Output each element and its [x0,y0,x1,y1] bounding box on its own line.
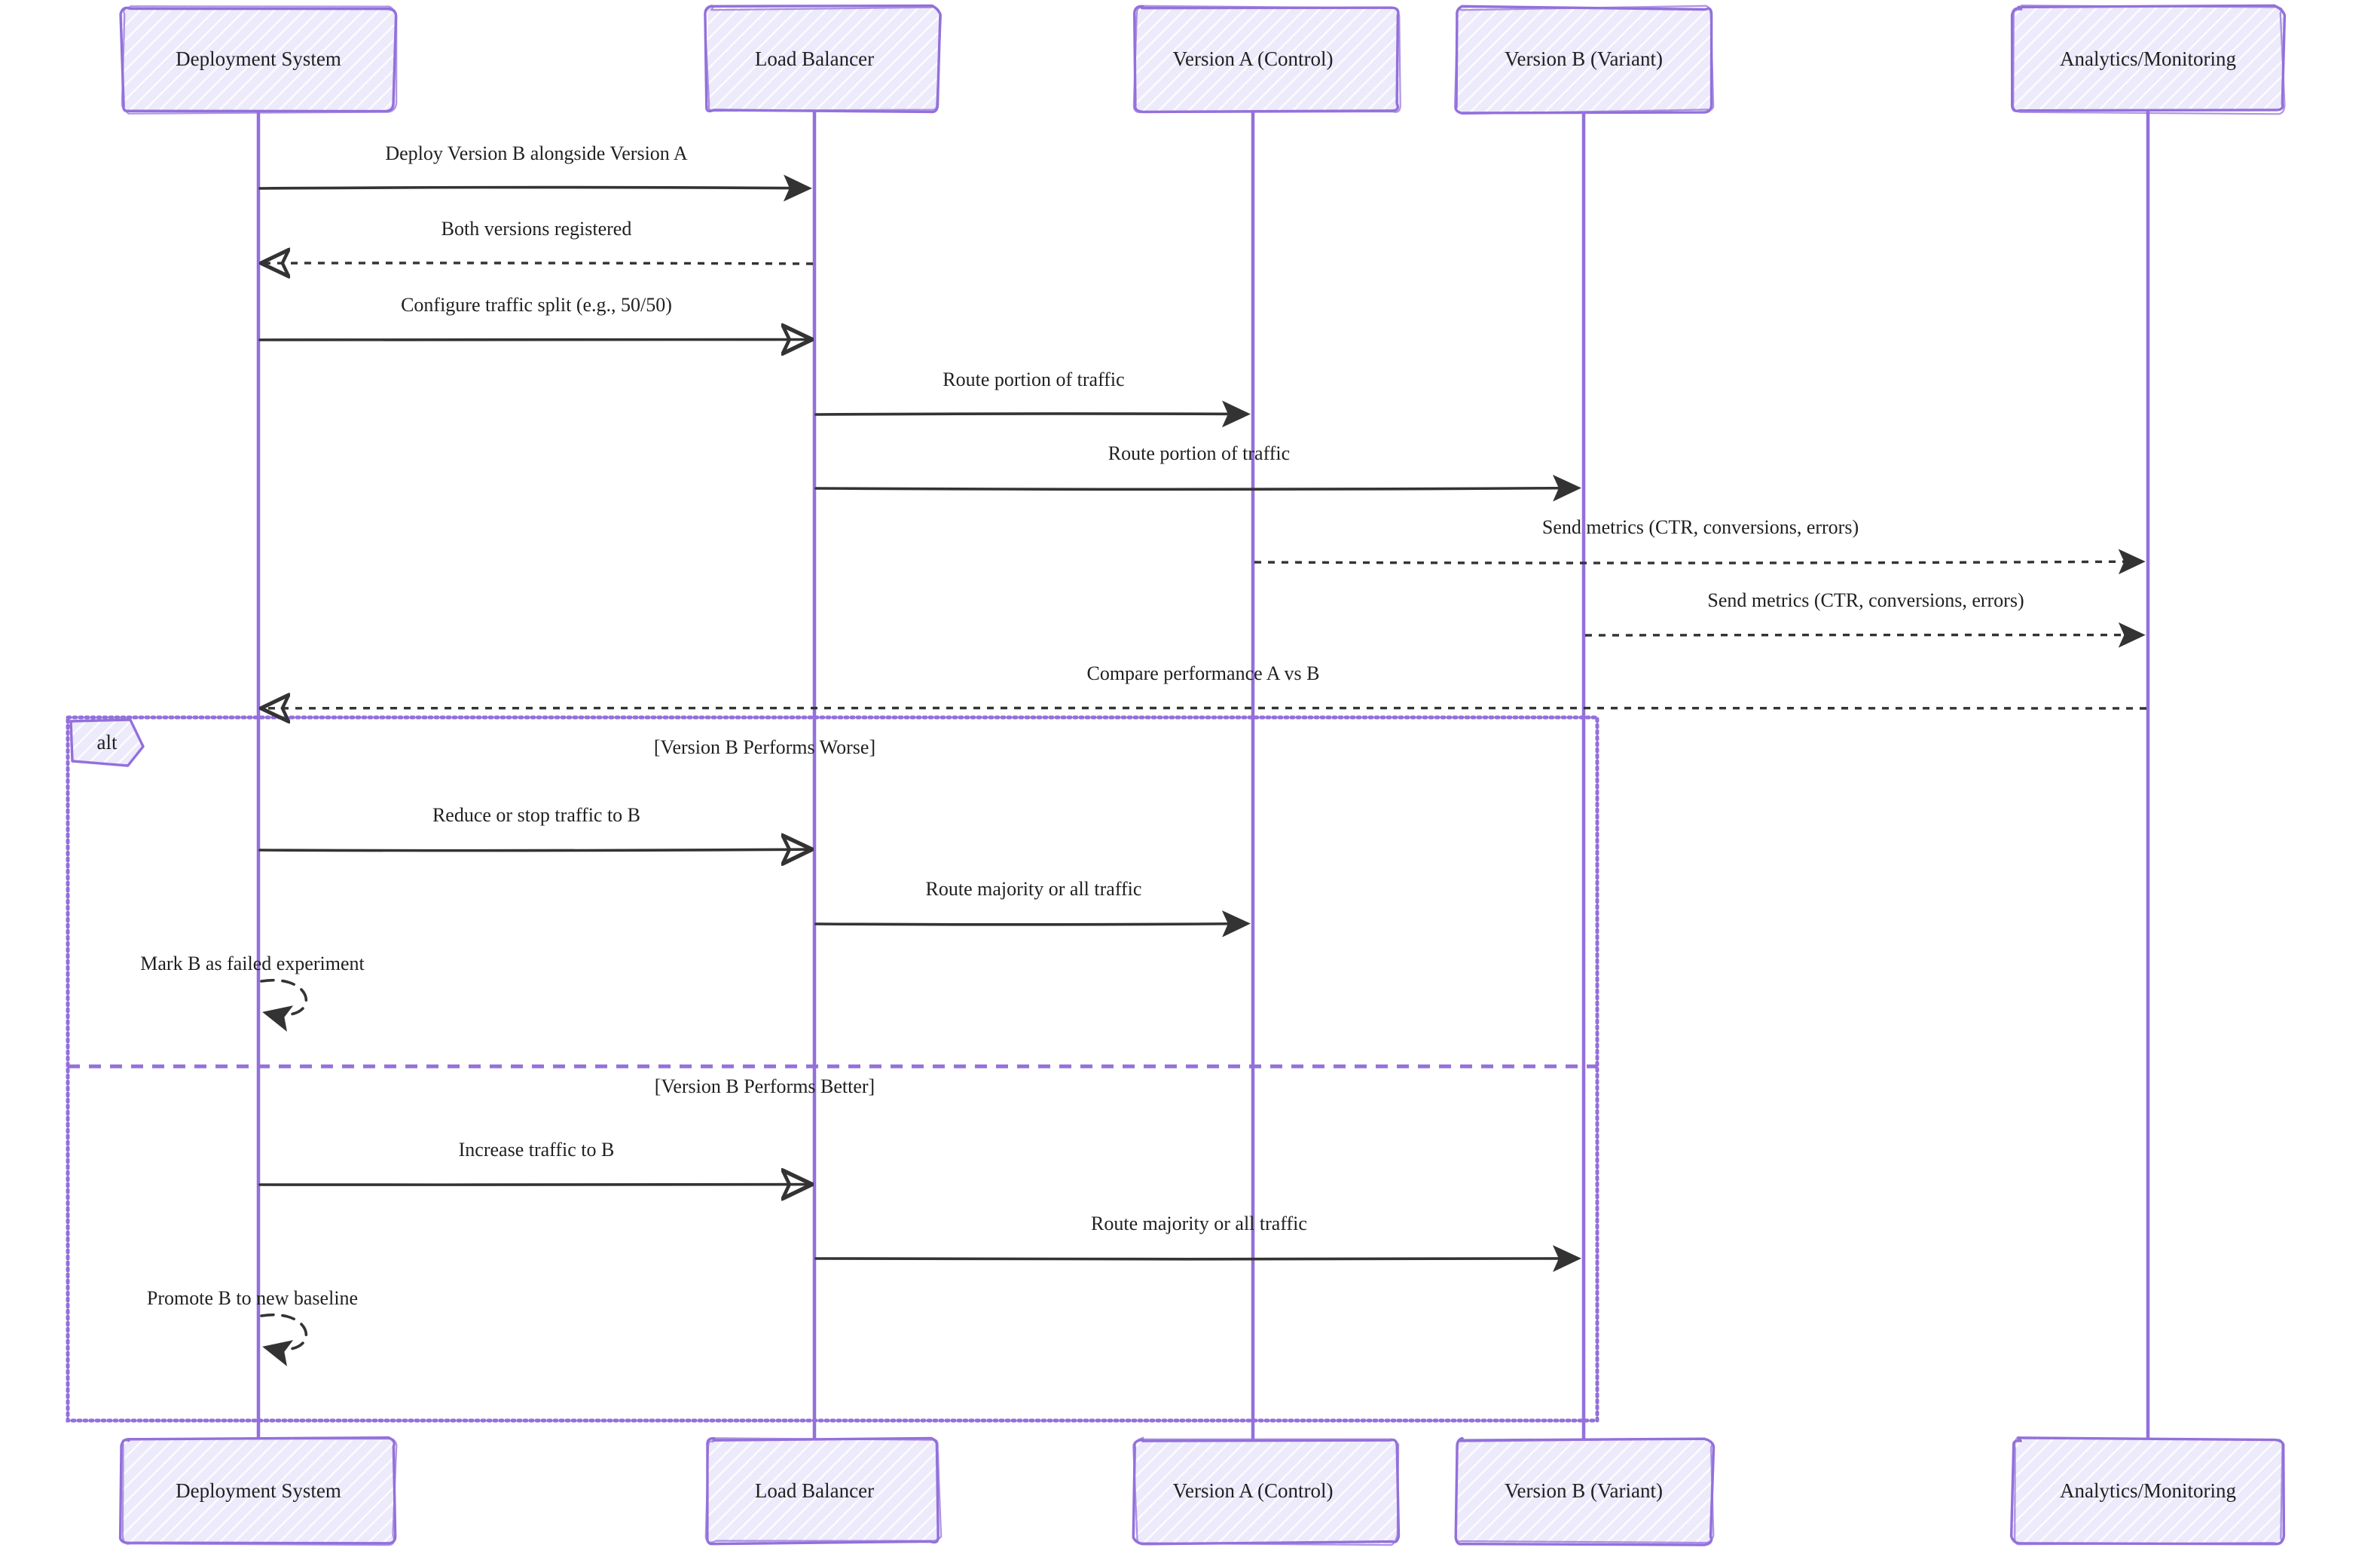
message-m2: Both versions registered [264,218,814,264]
message-label: Route majority or all traffic [1091,1213,1307,1234]
message-line [264,263,814,264]
participant-box-va[interactable]: Version A (Control) [1132,5,1401,114]
alt-branch-title-1: [Version B Performs Worse] [654,736,875,758]
message-label: Configure traffic split (e.g., 50/50) [401,294,672,316]
message-label: Reduce or stop traffic to B [432,804,640,826]
participant-label: Version B (Variant) [1505,1479,1663,1502]
message-m13: Route majority or all traffic [814,1213,1581,1272]
participant-label: Deployment System [176,47,341,70]
message-label: Mark B as failed experiment [140,953,365,974]
participant-label: Analytics/Monitoring [2060,1479,2236,1502]
self-message-loop [260,1313,308,1366]
participant-label: Load Balancer [755,1479,874,1502]
message-label: Promote B to new baseline [147,1287,358,1309]
alt-branch-title-2: [Version B Performs Better] [655,1075,875,1097]
message-label: Both versions registered [441,218,632,240]
message-m8: Compare performance A vs B [264,662,2147,708]
participant-label: Version A (Control) [1173,1479,1334,1502]
participant-box-am[interactable]: Analytics/Monitoring [2010,4,2287,115]
message-label: Send metrics (CTR, conversions, errors) [1707,589,2024,611]
message-m7: Send metrics (CTR, conversions, errors) [1584,589,2146,648]
participant-box-lb[interactable]: Load Balancer [704,4,943,114]
participant-box-vb[interactable]: Version B (Variant) [1453,5,1715,115]
message-label: Route portion of traffic [943,369,1124,390]
message-m10: Route majority or all traffic [814,878,1251,937]
alt-tag-text: alt [97,731,118,754]
message-line [814,474,1581,502]
participant-box-ds[interactable]: Deployment System [118,1436,398,1546]
participant-box-vb[interactable]: Version B (Variant) [1454,1436,1715,1546]
messages-group: Deploy Version B alongside Version A Both… [140,142,2147,1366]
message-label: Increase traffic to B [459,1139,615,1161]
participant-label: Version B (Variant) [1505,47,1663,70]
message-label: Route majority or all traffic [926,878,1142,900]
participant-label: Version A (Control) [1173,47,1334,70]
message-m1: Deploy Version B alongside Version A [258,142,812,202]
participant-label: Load Balancer [755,47,874,70]
message-label: Send metrics (CTR, conversions, errors) [1542,516,1859,538]
participant-box-va[interactable]: Version A (Control) [1132,1436,1401,1546]
message-label: Route portion of traffic [1108,442,1290,464]
message-label: Compare performance A vs B [1086,662,1319,684]
participant-label: Deployment System [176,1479,341,1502]
message-m12: Increase traffic to B [258,1139,808,1185]
participant-box-lb[interactable]: Load Balancer [704,1436,943,1546]
message-label: Deploy Version B alongside Version A [385,142,688,164]
participant-label: Analytics/Monitoring [2060,47,2236,70]
lifelines-group [256,109,2150,1442]
message-line [258,340,808,341]
message-m6: Send metrics (CTR, conversions, errors) [1254,516,2146,575]
message-m11: Mark B as failed experiment [140,953,365,1032]
message-m14: Promote B to new baseline [147,1287,358,1366]
alt-tag: alt [69,718,145,767]
message-line [814,910,1251,937]
message-m3: Configure traffic split (e.g., 50/50) [258,294,808,341]
message-m4: Route portion of traffic [814,369,1251,428]
alt-block-group: [Version B Performs Worse] [Version B Per… [66,715,1599,1423]
participant-box-ds[interactable]: Deployment System [119,5,398,115]
participant-box-am[interactable]: Analytics/Monitoring [2009,1436,2286,1546]
message-line [258,849,808,851]
self-message-loop [260,978,308,1032]
alt-block: [Version B Performs Worse] [Version B Per… [66,715,1599,1423]
message-m9: Reduce or stop traffic to B [258,804,808,851]
message-line [1254,549,2146,575]
message-m5: Route portion of traffic [814,442,1581,502]
